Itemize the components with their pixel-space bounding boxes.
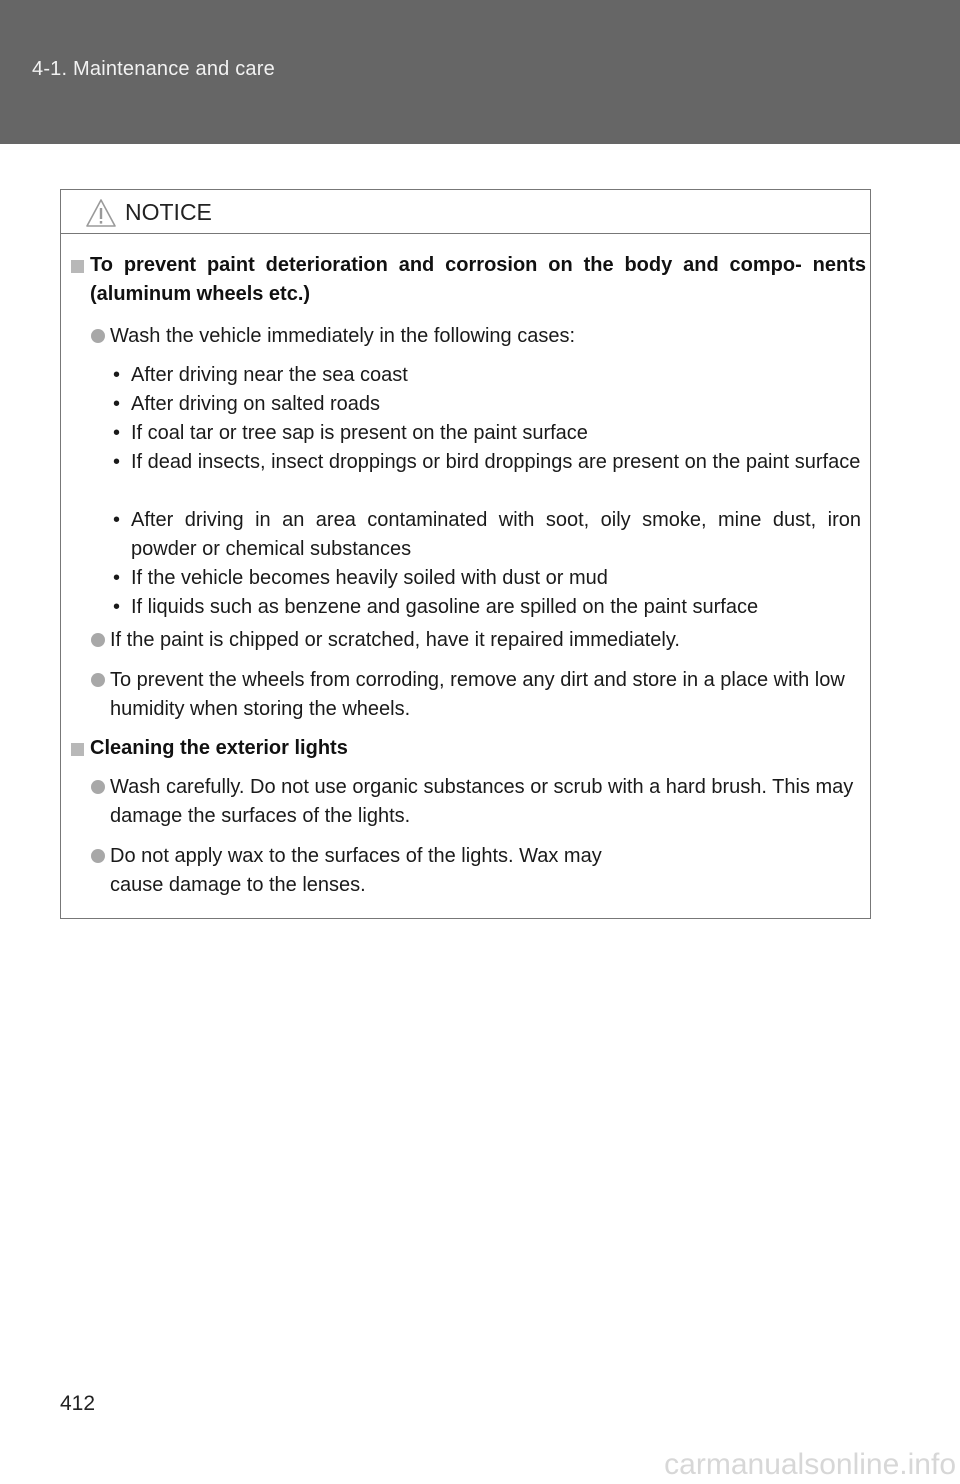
- list-item: Wash the vehicle immediately in the foll…: [91, 322, 866, 351]
- bullet-dot-icon: [91, 673, 105, 687]
- notice-title: NOTICE: [125, 199, 212, 225]
- sub-list-item: • After driving on salted roads: [113, 390, 861, 419]
- sub-list-item-text: If liquids such as benzene and gasoline …: [131, 596, 759, 618]
- page-number: 412: [60, 1392, 96, 1415]
- sub-list-item-text: If the vehicle becomes heavily soiled wi…: [131, 567, 608, 589]
- section-title: 4-1. Maintenance and care: [32, 58, 275, 80]
- bullet-dot-icon: [91, 329, 105, 343]
- notice-box: NOTICE To prevent paint deterioration an…: [60, 189, 871, 919]
- sub-list-item: • If the vehicle becomes heavily soiled …: [113, 564, 861, 593]
- bullet-mark: •: [113, 509, 121, 531]
- sub-list-item: • If coal tar or tree sap is present on …: [113, 419, 861, 448]
- square-marker-icon: [71, 743, 84, 756]
- list-item: To prevent the wheels from corroding, re…: [91, 666, 866, 724]
- section-heading-text: Cleaning the exterior lights: [90, 737, 348, 759]
- bullet-dot-icon: [91, 849, 105, 863]
- bullet-mark: •: [113, 567, 121, 589]
- list-item: Do not apply wax to the surfaces of the …: [91, 842, 651, 900]
- list-item: Wash carefully. Do not use organic subst…: [91, 773, 866, 831]
- section-heading-text: To prevent paint deterioration and corro…: [90, 254, 866, 305]
- sub-list-item-text: If coal tar or tree sap is present on th…: [131, 422, 588, 444]
- list-item-text: To prevent the wheels from corroding, re…: [110, 669, 845, 720]
- list-item-text: Wash the vehicle immediately in the foll…: [110, 325, 576, 347]
- list-item-text: Wash carefully. Do not use organic subst…: [110, 776, 854, 827]
- bullet-dot-icon: [91, 633, 105, 647]
- sub-list-item-text: After driving near the sea coast: [131, 364, 408, 386]
- watermark: carmanualsonline.info: [664, 1448, 956, 1481]
- sub-list-item-text: After driving in an area contaminated wi…: [131, 509, 861, 560]
- sub-list-item-text: If dead insects, insect droppings or bir…: [131, 451, 861, 473]
- bullet-mark: •: [113, 364, 121, 386]
- sub-list-item: • If liquids such as benzene and gasolin…: [113, 593, 861, 622]
- bullet-mark: •: [113, 393, 121, 415]
- bullet-dot-icon: [91, 780, 105, 794]
- sub-list-item: • After driving near the sea coast: [113, 361, 861, 390]
- notice-header: NOTICE: [61, 190, 870, 234]
- bullet-mark: •: [113, 422, 121, 444]
- section-heading-paint: To prevent paint deterioration and corro…: [71, 251, 866, 309]
- sub-list-item: • If dead insects, insect droppings or b…: [113, 448, 861, 477]
- sub-list-item: • After driving in an area contaminated …: [113, 506, 861, 564]
- section-heading-lights: Cleaning the exterior lights: [71, 734, 866, 763]
- sub-list-item-text: After driving on salted roads: [131, 393, 381, 415]
- square-marker-icon: [71, 260, 84, 273]
- list-item: If the paint is chipped or scratched, ha…: [91, 626, 866, 655]
- list-item-text: Do not apply wax to the surfaces of the …: [110, 845, 602, 896]
- warning-triangle-icon: [86, 199, 116, 227]
- bullet-mark: •: [113, 451, 121, 473]
- bullet-mark: •: [113, 596, 121, 618]
- header-band: 4-1. Maintenance and care: [0, 0, 960, 144]
- list-item-text: If the paint is chipped or scratched, ha…: [110, 629, 680, 651]
